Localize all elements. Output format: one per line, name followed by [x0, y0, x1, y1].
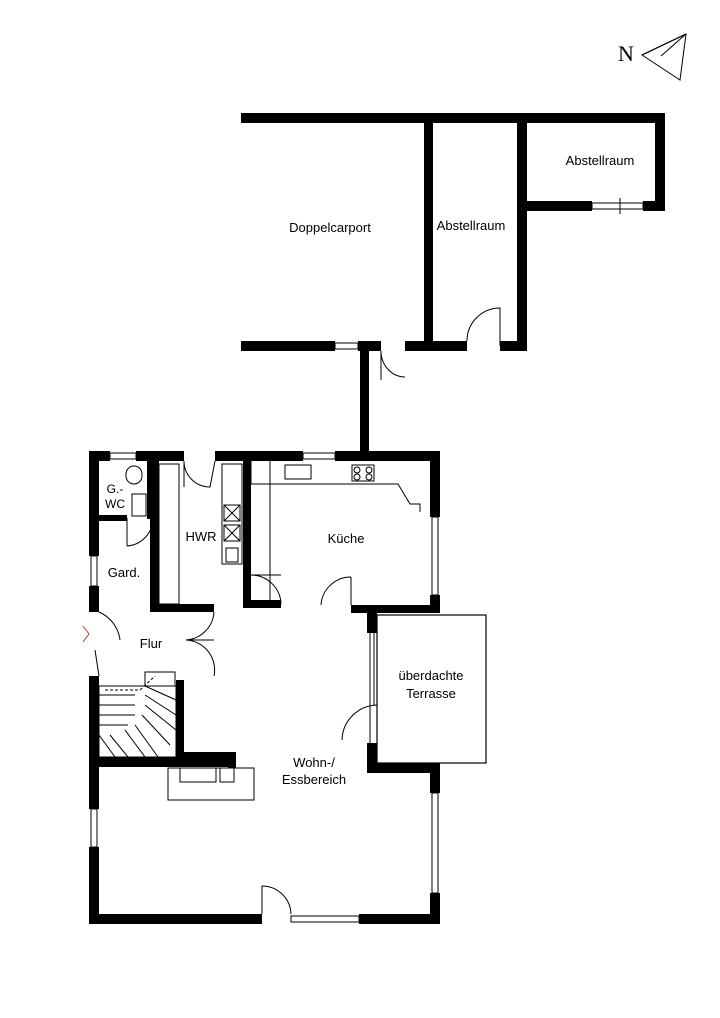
entrance-door	[94, 611, 121, 677]
hwr-bottom-wall	[150, 604, 214, 612]
toilet-icon	[125, 465, 143, 485]
stair-direction-arrow-icon	[105, 675, 156, 691]
storage-right-wall	[517, 113, 527, 351]
carport-door	[380, 350, 406, 380]
storage-small-right-wall	[655, 113, 665, 211]
wc-door	[126, 517, 154, 547]
interior-walls	[89, 461, 440, 782]
storage-bottom-wall	[405, 341, 467, 351]
terrace-door	[341, 704, 378, 743]
room-labels: Doppelcarport Abstellraum Abstellraum G.…	[105, 153, 634, 787]
label-gwc-1: G.-	[107, 482, 124, 496]
label-terrasse-2: Terrasse	[406, 686, 456, 701]
hwr-kitchen-wall	[243, 461, 251, 604]
storage-divider-wall	[424, 113, 433, 351]
hwr-shelf	[158, 463, 180, 605]
stair-steps	[98, 685, 177, 758]
garderobe-window	[90, 555, 98, 587]
utility-sink-icon	[225, 547, 239, 563]
fixtures	[125, 461, 421, 801]
entrance-marker-icon	[82, 625, 90, 643]
hwr-left-wall	[150, 461, 159, 612]
kitchen-door	[320, 576, 352, 606]
sink-icon	[131, 493, 147, 517]
carport-top-wall	[241, 113, 665, 123]
kitchen-bottom-wall	[351, 605, 440, 613]
hwr-kitchen-door	[250, 574, 282, 605]
wc-window	[109, 452, 137, 460]
north-compass: N	[618, 33, 687, 81]
label-gwc-2: WC	[105, 497, 125, 511]
label-hwr: HWR	[185, 529, 216, 544]
storage-door	[466, 307, 501, 346]
kitchen-sink-icon	[284, 464, 312, 480]
hwr-door	[183, 460, 216, 488]
label-kueche: Küche	[328, 531, 365, 546]
label-doppelcarport: Doppelcarport	[289, 220, 371, 235]
house-walls	[89, 451, 440, 924]
kitchen-window-right	[431, 516, 439, 596]
carport-connector-wall	[360, 351, 369, 454]
living-window-left	[90, 808, 98, 848]
carport-walls	[241, 113, 665, 454]
staircase	[98, 671, 177, 758]
compass-label: N	[618, 41, 634, 66]
label-gard: Gard.	[108, 565, 141, 580]
flur-double-door	[185, 611, 216, 677]
label-flur: Flur	[140, 636, 163, 651]
storage-window	[591, 202, 644, 210]
carport-window	[334, 342, 359, 350]
north-arrow-icon	[640, 33, 687, 81]
label-terrasse-1: überdachte	[398, 668, 463, 683]
doors	[82, 460, 352, 915]
kitchen-window	[302, 452, 336, 460]
living-window-bottom	[290, 915, 360, 923]
stair-right-wall	[176, 680, 184, 767]
stair-bottom-wall	[89, 757, 235, 767]
living-door	[261, 885, 292, 915]
living-window-right	[431, 792, 439, 894]
terrace	[341, 614, 487, 764]
label-wohn-1: Wohn-/	[293, 755, 335, 770]
label-abstellraum-large: Abstellraum	[437, 218, 506, 233]
label-wohn-2: Essbereich	[282, 772, 346, 787]
carport-bottom-wall-left	[241, 341, 335, 351]
storage-small-bottom-wall	[527, 201, 592, 211]
label-abstellraum-small: Abstellraum	[566, 153, 635, 168]
